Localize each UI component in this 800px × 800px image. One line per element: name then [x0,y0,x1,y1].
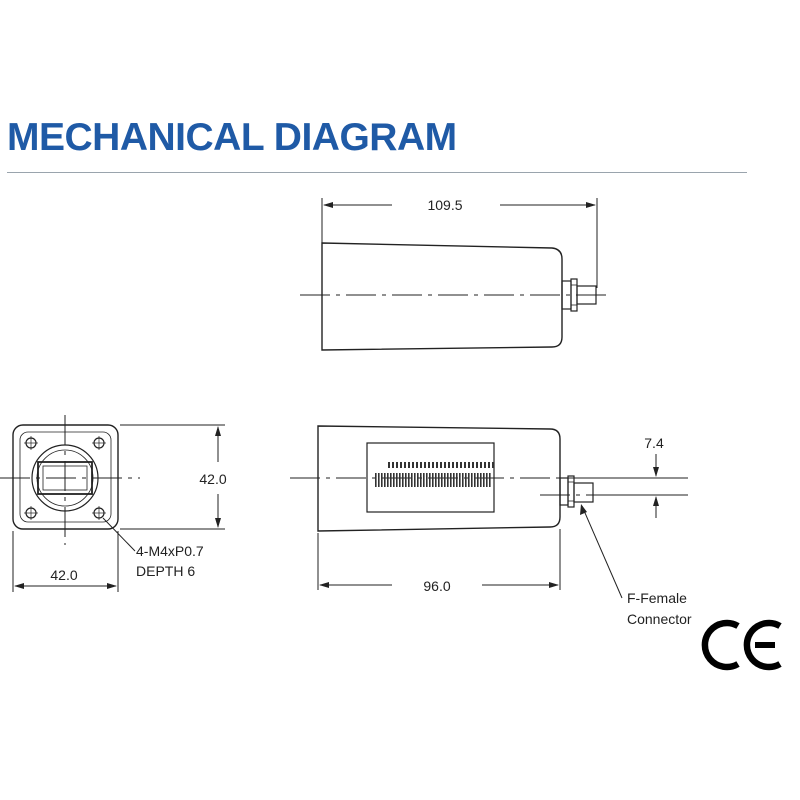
face-height-label: 42.0 [199,471,226,487]
holes-callout-line1: 4-M4xP0.7 [136,543,204,559]
top-view [300,198,612,351]
holes-callout-line2: DEPTH 6 [136,563,195,579]
top-body-outline [321,242,563,351]
overall-length-label: 109.5 [427,197,462,213]
side-body-outline [317,425,561,532]
connector-callout-line1: F-Female [627,590,687,606]
barcode-bottom [374,473,492,487]
connector-callout-line2: Connector [627,611,692,627]
connector-offset-label: 7.4 [644,435,664,451]
title-divider [7,172,747,173]
mounting-holes [24,436,106,520]
body-length-label: 96.0 [423,578,450,594]
side-view [290,425,688,599]
holes-leader [102,517,136,552]
front-view [0,415,225,592]
barcode-top [386,462,494,468]
waveguide-opening [37,461,93,495]
page-title: MECHANICAL DIAGRAM [7,116,457,159]
face-width-label: 42.0 [50,567,77,583]
connector-leader [581,505,623,599]
flange-face [12,424,119,530]
ce-mark-icon [701,619,782,671]
label-plate [366,442,495,513]
